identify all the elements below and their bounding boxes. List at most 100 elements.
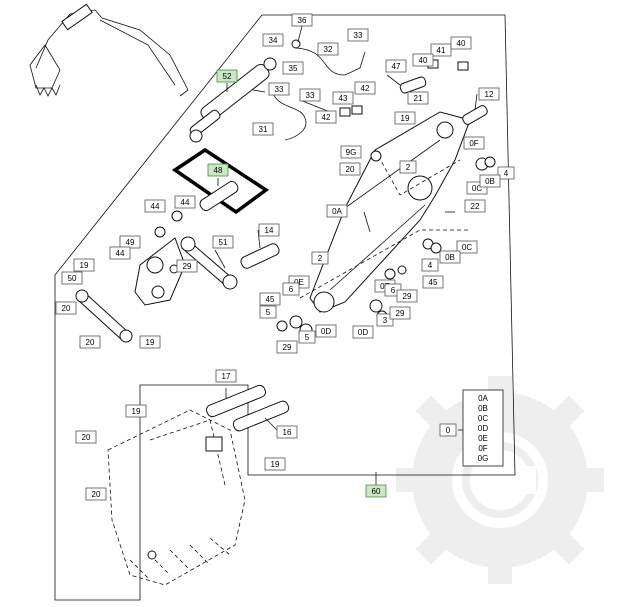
callout-number: 29: [403, 292, 412, 301]
callout-number: 0B: [445, 253, 455, 262]
callout-label: 12: [478, 87, 500, 101]
callout-label: 4: [497, 166, 515, 180]
callout-label: 48: [207, 163, 229, 177]
callout-number: 0C: [462, 243, 472, 252]
callout-number: 33: [354, 31, 363, 40]
callout-label: 0B: [479, 174, 501, 188]
callout-label: 19: [73, 258, 95, 272]
callout-label: 0B: [439, 250, 461, 264]
callout-number: 22: [471, 202, 480, 211]
bracket-49: [134, 210, 186, 306]
callout-number: 16: [283, 428, 292, 437]
callout-number: 43: [339, 94, 348, 103]
callout-number: 41: [437, 46, 446, 55]
callout-number: 19: [132, 407, 141, 416]
callout-label: 35: [282, 61, 304, 75]
callout-number: 29: [396, 309, 405, 318]
callout-label: 34: [262, 33, 284, 47]
callout-label: 43: [332, 91, 354, 105]
callout-label: 9G: [340, 145, 362, 159]
callout-number: 6: [391, 286, 396, 295]
callout-number: 2: [318, 254, 323, 263]
assembly-boundary: [54, 14, 516, 601]
callout-label: 0D: [315, 324, 337, 338]
pin-48: [171, 147, 270, 215]
callout-number: 44: [116, 249, 125, 258]
callout-label: 29: [396, 289, 418, 303]
callout-label: 4: [421, 258, 439, 272]
callout-label: 47: [385, 59, 407, 73]
callout-number: 20: [86, 338, 95, 347]
callout-label: 20: [75, 430, 97, 444]
callout-label: 20: [79, 335, 101, 349]
boom-arm: [299, 111, 471, 313]
legend-item: 0A: [478, 394, 488, 403]
callout-number: 40: [419, 56, 428, 65]
callout-label: 3: [376, 313, 394, 327]
callout-label: 60: [365, 484, 387, 498]
callout-number: 33: [306, 91, 315, 100]
callout-label: 21: [407, 91, 429, 105]
callout-label: 29: [389, 306, 411, 320]
callout-label: 44: [109, 246, 131, 260]
cylinder-assembly: [189, 39, 301, 143]
callout-label: 32: [317, 42, 339, 56]
callout-number: 47: [392, 62, 401, 71]
callout-label: 0: [439, 423, 457, 437]
callout-label: 44: [144, 199, 166, 213]
callout-number: 14: [265, 226, 274, 235]
variant-legend: 0A 0B 0C 0D 0E 0F 0G: [462, 389, 504, 467]
hydraulic-hoses: [271, 47, 366, 141]
link-51: [180, 236, 238, 290]
pin-16: [232, 400, 290, 432]
callout-number: 2: [406, 163, 411, 172]
callout-label: 0F: [463, 136, 485, 150]
callout-number: 45: [429, 278, 438, 287]
callout-number: 0D: [321, 327, 331, 336]
callout-label: 20: [85, 487, 107, 501]
callout-number: 0D: [358, 328, 368, 337]
callout-number: 50: [68, 274, 77, 283]
callout-label: 33: [347, 28, 369, 42]
callout-label: 31: [252, 122, 274, 136]
legend-item: 0E: [478, 434, 488, 443]
callout-number: 5: [305, 333, 310, 342]
callout-number: 45: [266, 295, 275, 304]
callout-number: 36: [298, 16, 307, 25]
callout-label: 44: [174, 195, 196, 209]
callout-label: 45: [422, 275, 444, 289]
callout-label: 40: [450, 36, 472, 50]
callout-number: 20: [62, 304, 71, 313]
callout-label: 5: [298, 330, 316, 344]
callout-label: 29: [276, 340, 298, 354]
callout-number: 44: [181, 198, 190, 207]
callout-label: 19: [139, 335, 161, 349]
callout-label: 6: [282, 282, 300, 296]
callout-label: 19: [264, 457, 286, 471]
pin-14: [240, 243, 280, 269]
callout-number: 60: [372, 487, 381, 496]
callout-label: 51: [212, 235, 234, 249]
callout-label: 5: [259, 305, 277, 319]
callout-number: 42: [361, 84, 370, 93]
callout-label: 0C: [456, 240, 478, 254]
legend-item: 0G: [478, 454, 489, 463]
callout-label: 49: [119, 235, 141, 249]
callout-label: 52: [216, 69, 238, 83]
callout-number: 29: [183, 262, 192, 271]
callout-number: 34: [269, 36, 278, 45]
callout-number: 20: [82, 433, 91, 442]
callout-label: 14: [258, 223, 280, 237]
callout-label: 42: [354, 81, 376, 95]
callout-number: 0: [446, 426, 451, 435]
callout-label: 29: [176, 259, 198, 273]
callout-number: 19: [146, 338, 155, 347]
callout-label: 36: [291, 13, 313, 27]
link-50: [75, 289, 133, 343]
callout-label: 33: [268, 82, 290, 96]
callout-number: 32: [324, 45, 333, 54]
legend-item: 0C: [478, 414, 488, 423]
callout-number: 21: [414, 94, 423, 103]
callout-number: 35: [289, 64, 298, 73]
